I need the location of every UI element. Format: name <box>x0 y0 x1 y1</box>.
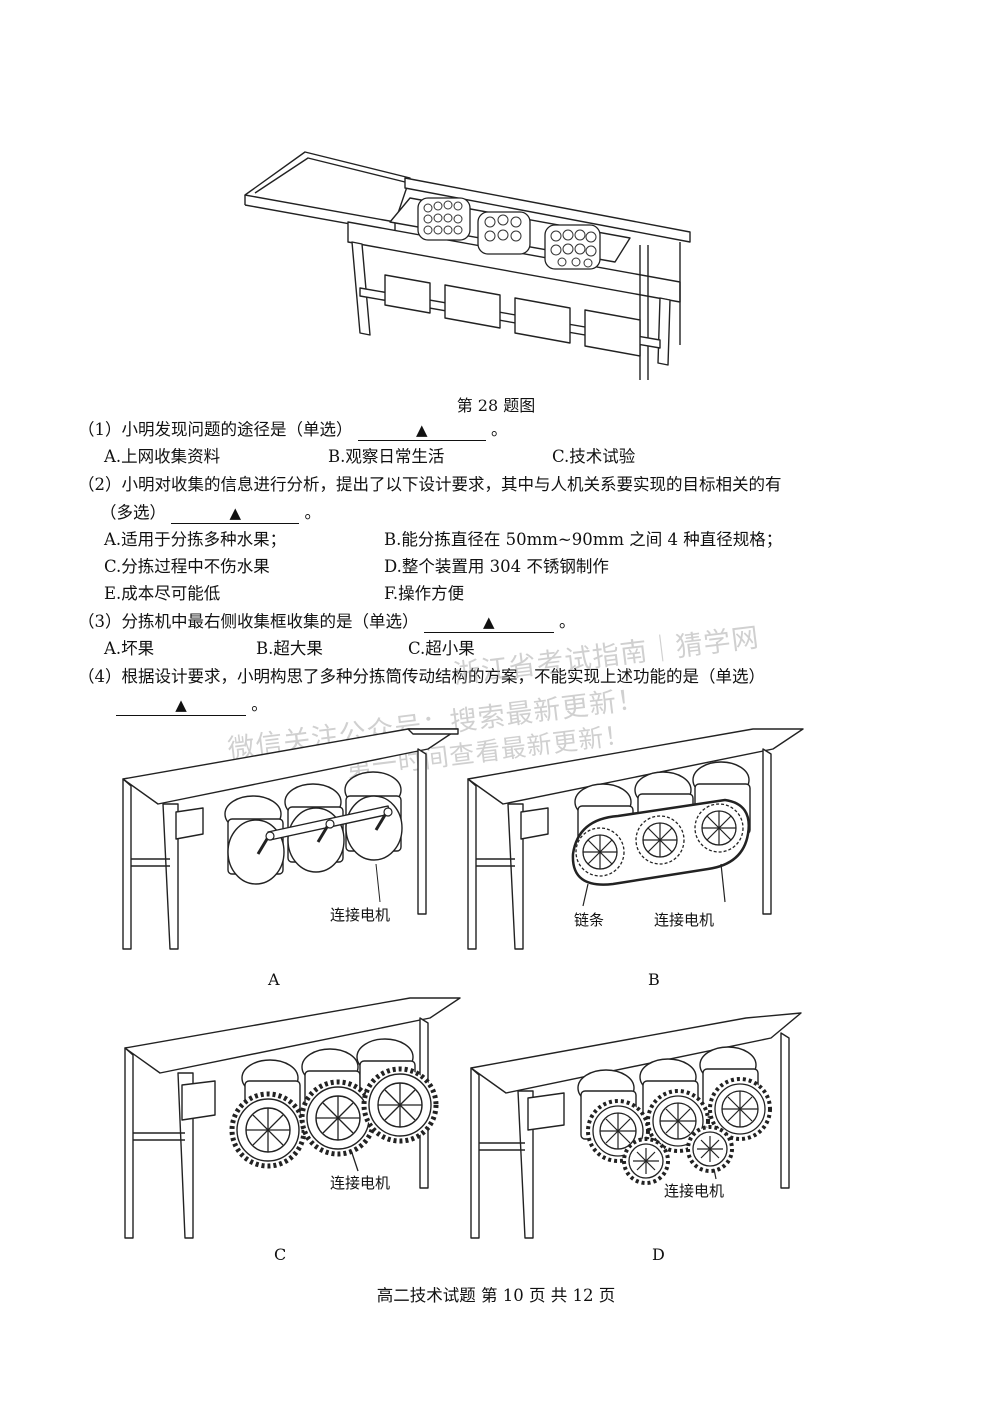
question-4-stem-cont: ▲ 。 <box>116 694 268 716</box>
triangle-icon: ▲ <box>175 696 187 714</box>
q2-option-d: D.整个装置用 304 不锈钢制作 <box>384 557 609 576</box>
q2-option-c: C.分拣过程中不伤水果 <box>104 557 270 576</box>
diagram-b-letter: B <box>648 970 660 989</box>
diagram-a-letter: A <box>268 970 280 989</box>
question-2-multi: （多选） <box>100 503 166 522</box>
q1-option-b: B.观察日常生活 <box>328 447 445 466</box>
triangle-icon: ▲ <box>229 504 242 522</box>
question-1-stem: （1）小明发现问题的途径是（单选） ▲ 。 <box>78 419 508 441</box>
answer-blank-4[interactable]: ▲ <box>116 695 246 716</box>
q1-option-a: A.上网收集资料 <box>104 447 221 466</box>
diagram-d-letter: D <box>652 1245 665 1264</box>
question-4-stem: （4）根据设计要求，小明构思了多种分拣筒传动结构的方案，不能实现上述功能的是（单… <box>78 667 765 686</box>
answer-blank-3[interactable]: ▲ <box>423 612 554 633</box>
q3-option-b: B.超大果 <box>256 639 323 658</box>
q2-option-b: B.能分拣直径在 50mm~90mm 之间 4 种直径规格； <box>384 530 783 549</box>
question-1-text: （1）小明发现问题的途径是（单选） <box>78 420 353 439</box>
question-2-stem-cont: （多选） ▲ 。 <box>100 502 321 524</box>
sorter-machine-figure <box>244 151 691 380</box>
q2-option-a: A.适用于分拣多种水果； <box>104 530 287 549</box>
question-3-stem: （3）分拣机中最右侧收集框收集的是（单选） ▲ 。 <box>78 611 576 633</box>
diagram-d-motor-label: 连接电机 <box>664 1182 725 1200</box>
diagram-a-linkage <box>122 728 459 950</box>
diagram-c-gears <box>124 997 461 1239</box>
q3-option-c: C.超小果 <box>408 639 475 658</box>
question-3-text: （3）分拣机中最右侧收集框收集的是（单选） <box>78 612 419 631</box>
question-4-end: 。 <box>251 695 268 714</box>
q2-option-f: F.操作方便 <box>384 584 465 603</box>
q2-option-e: E.成本尽可能低 <box>104 584 221 603</box>
figure-caption: 第 28 题图 <box>456 396 536 415</box>
diagram-d-idler-gears <box>470 1012 802 1239</box>
q3-option-a: A.坏果 <box>104 639 155 658</box>
diagram-c-motor-label: 连接电机 <box>330 1174 391 1192</box>
diagram-b-motor-label: 连接电机 <box>654 911 715 929</box>
triangle-icon: ▲ <box>482 613 495 631</box>
page-footer: 高二技术试题 第 10 页 共 12 页 <box>376 1286 616 1305</box>
triangle-icon: ▲ <box>415 421 428 439</box>
answer-blank-2[interactable]: ▲ <box>171 503 300 524</box>
diagram-b-chain <box>467 728 804 950</box>
diagram-a-motor-label: 连接电机 <box>330 906 391 924</box>
question-3-end: 。 <box>559 612 576 631</box>
question-2-stem: （2）小明对收集的信息进行分析，提出了以下设计要求，其中与人机关系要实现的目标相… <box>78 475 782 494</box>
question-2-end: 。 <box>304 503 322 522</box>
q1-option-c: C.技术试验 <box>552 447 636 466</box>
diagram-b-chain-label: 链条 <box>574 911 605 929</box>
question-1-end: 。 <box>491 420 508 439</box>
answer-blank-1[interactable]: ▲ <box>357 420 486 441</box>
diagram-c-letter: C <box>274 1245 287 1264</box>
